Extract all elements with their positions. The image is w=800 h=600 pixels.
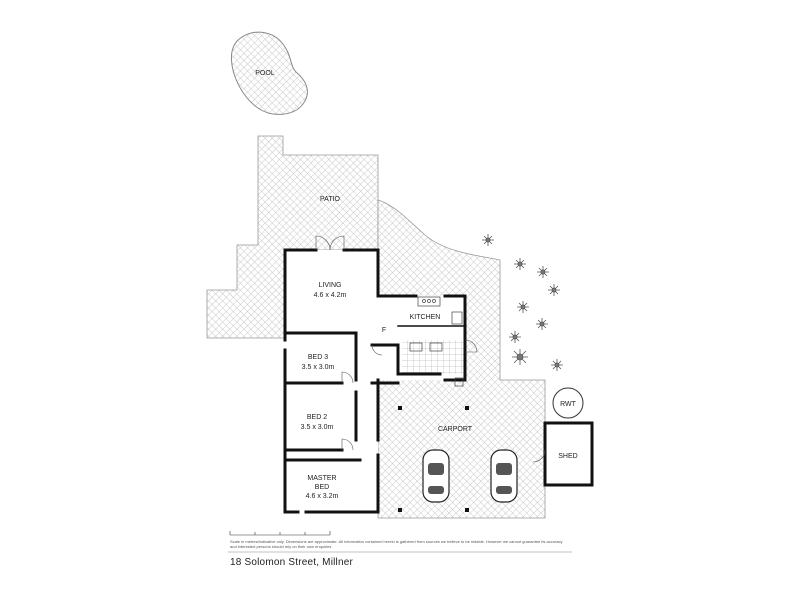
shed <box>543 421 594 487</box>
master-dimensions: 4.6 x 3.2m <box>306 493 339 500</box>
bed2-dimensions: 3.5 x 3.0m <box>301 424 334 431</box>
kitchen-label: KITCHEN <box>410 314 441 321</box>
house-footprint <box>285 250 465 512</box>
living-dimensions: 4.6 x 4.2m <box>314 292 347 299</box>
garden-shrubs <box>482 234 563 371</box>
carport-posts <box>398 406 469 512</box>
car-right <box>490 449 518 503</box>
car-left <box>422 449 450 503</box>
carport-label: CARPORT <box>438 426 473 433</box>
scale-bar <box>229 531 331 536</box>
rainwater-tank <box>552 387 584 419</box>
master-label-line2: BED <box>315 484 329 491</box>
doors <box>315 235 478 451</box>
pool <box>230 31 308 115</box>
pool-label: POOL <box>255 70 275 77</box>
living-label: LIVING <box>319 282 342 289</box>
patio-label: PATIO <box>320 196 341 203</box>
rwt-label: RWT <box>560 401 577 408</box>
kitchen-fittings <box>409 296 464 387</box>
bed2-label: BED 2 <box>307 414 327 421</box>
bed3-label: BED 3 <box>308 354 328 361</box>
bathroom-floor <box>402 340 464 374</box>
bed3-dimensions: 3.5 x 3.0m <box>302 364 335 371</box>
master-label-line1: MASTER <box>307 475 336 482</box>
disclaimer-text: Scale in metres/indicative only. Dimensi… <box>230 539 563 549</box>
fridge-label: F <box>382 327 386 334</box>
property-address: 18 Solomon Street, Millner <box>230 557 354 568</box>
shed-label: SHED <box>558 453 577 460</box>
